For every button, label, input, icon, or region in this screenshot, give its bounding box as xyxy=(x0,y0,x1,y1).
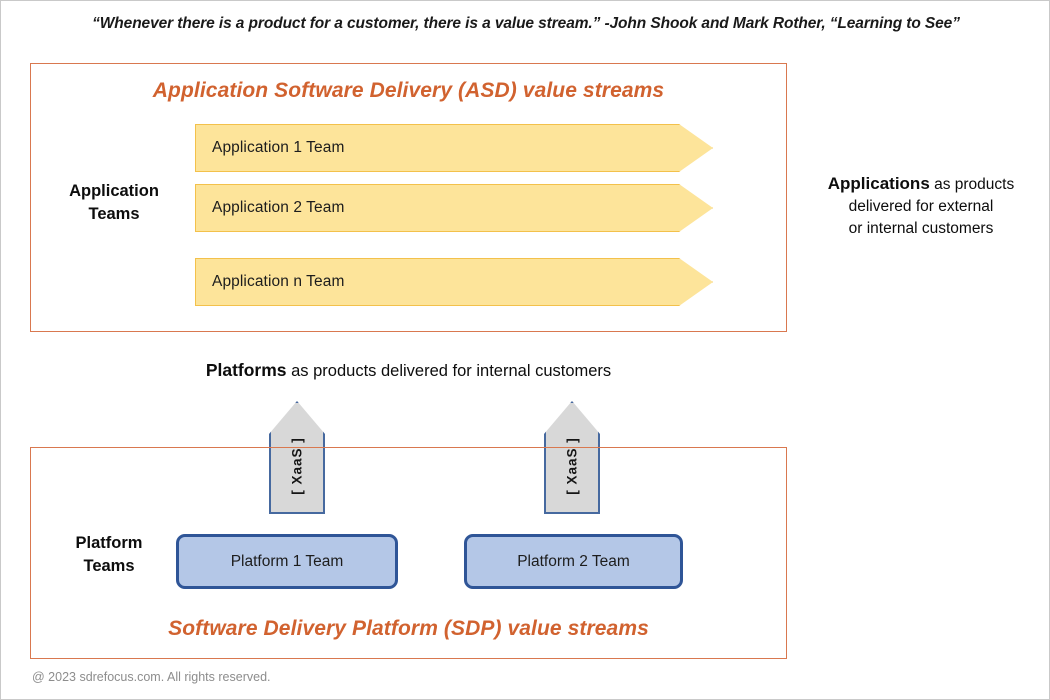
application-teams-label-line1: Application xyxy=(69,182,159,200)
platforms-caption-rest: as products delivered for internal custo… xyxy=(286,362,612,380)
xaas-interface-arrow[interactable]: [ XaaS ] xyxy=(269,401,325,514)
value-stream-arrow[interactable]: Application 1 Team xyxy=(195,124,713,172)
applications-caption-line2: delivered for external xyxy=(848,198,994,215)
asd-panel-title: Application Software Delivery (ASD) valu… xyxy=(152,79,665,102)
platform-teams-label-line1: Platform xyxy=(75,534,143,552)
application-teams-label-line2: Teams xyxy=(88,205,140,223)
sdp-panel-title: Software Delivery Platform (SDP) value s… xyxy=(168,617,649,640)
platform-team-box[interactable]: Platform 2 Team xyxy=(464,534,683,589)
copyright-footer: @ 2023 sdrefocus.com. All rights reserve… xyxy=(32,670,271,684)
platforms-caption-strong: Platforms xyxy=(205,360,287,380)
sdp-value-stream-panel xyxy=(30,447,787,659)
quote-text: “Whenever there is a product for a custo… xyxy=(92,15,960,32)
value-stream-arrow[interactable]: Application 2 Team xyxy=(195,184,713,232)
platform-team-box[interactable]: Platform 1 Team xyxy=(176,534,398,589)
value-stream-arrow-label: Application 1 Team xyxy=(212,139,345,156)
platforms-products-caption: Platforms as products delivered for inte… xyxy=(30,360,787,381)
value-stream-arrow-label: Application 2 Team xyxy=(212,199,345,216)
platform-teams-label-line2: Teams xyxy=(83,557,135,575)
platform-teams-label: Platform Teams xyxy=(33,532,185,578)
value-stream-arrow[interactable]: Application n Team xyxy=(195,258,713,306)
applications-caption-line1-rest: as products xyxy=(929,176,1015,193)
applications-products-caption: Applications as products delivered for e… xyxy=(801,173,1041,240)
applications-caption-strong: Applications xyxy=(827,174,930,193)
asd-value-stream-panel xyxy=(30,63,787,332)
applications-caption-line3: or internal customers xyxy=(848,220,994,237)
application-teams-label: Application Teams xyxy=(37,180,191,226)
value-stream-arrow-label: Application n Team xyxy=(212,273,345,290)
